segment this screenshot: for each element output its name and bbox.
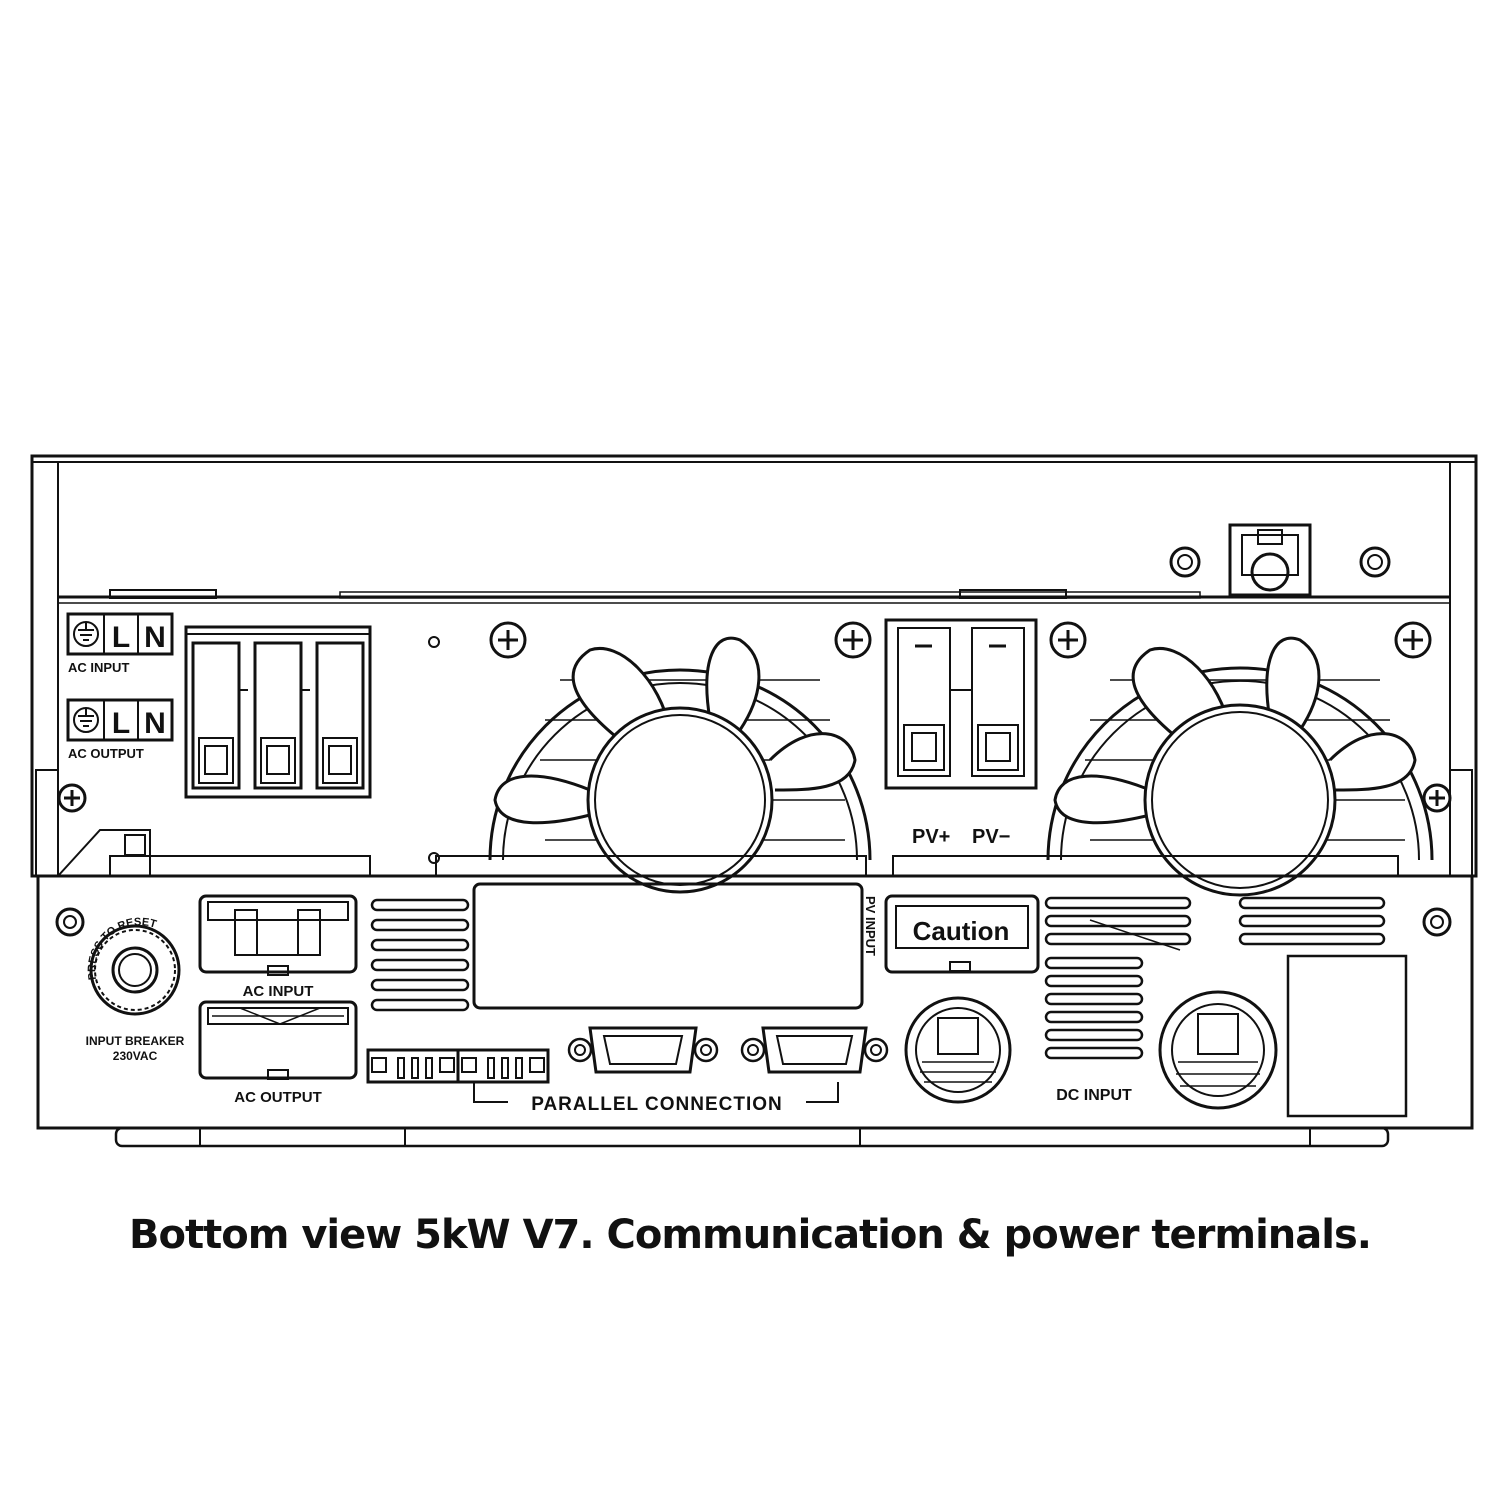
parallel-connection-label: PARALLEL CONNECTION xyxy=(531,1094,783,1115)
pv-minus-label: PV− xyxy=(972,826,1010,848)
right-screw xyxy=(1422,783,1452,813)
power-switch[interactable] xyxy=(1228,523,1312,597)
fan-right xyxy=(1046,636,1434,897)
caution-plate xyxy=(884,894,1040,974)
ac-terminal-block[interactable] xyxy=(184,625,372,799)
top-screw-right xyxy=(1359,546,1391,578)
left-screw xyxy=(57,783,87,813)
terminal-n-label: N xyxy=(144,707,166,740)
parallel-connection-bracket xyxy=(473,1082,839,1103)
terminal-pole xyxy=(253,641,310,790)
ac-input-terminal-strip: L N xyxy=(66,612,174,656)
figure-caption: Bottom view 5kW V7. Communication & powe… xyxy=(129,1212,1372,1258)
ac-input-gland[interactable] xyxy=(198,894,358,976)
vent-slots-center-right xyxy=(1044,896,1192,1060)
parallel-db9-port[interactable] xyxy=(740,1026,889,1074)
dc-input-gland-left[interactable] xyxy=(904,996,1012,1104)
pv-terminal-block[interactable] xyxy=(884,618,1038,790)
fan-screw xyxy=(489,621,527,659)
caution-label: Caution xyxy=(913,916,1010,946)
pv-input-vertical-label: PV INPUT xyxy=(863,896,878,956)
fan-screw xyxy=(1394,621,1432,659)
ground-icon xyxy=(73,707,99,733)
parallel-terminal-connector[interactable] xyxy=(366,1048,460,1084)
ac-output-top-label: AC OUTPUT xyxy=(68,746,144,761)
fan-left xyxy=(488,636,872,894)
parallel-terminal-connector[interactable] xyxy=(456,1048,550,1084)
vent-slots-far-right xyxy=(1238,896,1386,946)
pv-plus-label: PV+ xyxy=(912,826,950,848)
breaker-voltage-label: 230VAC xyxy=(113,1049,158,1063)
cable-clip xyxy=(57,829,151,877)
blank-label-area xyxy=(1286,954,1408,1118)
ac-input-bottom-label: AC INPUT xyxy=(243,983,314,1000)
dc-input-label: DC INPUT xyxy=(1056,1087,1132,1104)
ac-input-top-label: AC INPUT xyxy=(68,660,129,675)
parallel-db9-port[interactable] xyxy=(567,1026,719,1074)
ground-icon xyxy=(73,621,99,647)
terminal-l-label: L xyxy=(112,621,130,654)
panel-screw xyxy=(55,907,85,937)
input-breaker-label: INPUT BREAKER xyxy=(86,1034,185,1048)
ac-output-terminal-strip: L N xyxy=(66,698,174,742)
dc-input-gland-right[interactable] xyxy=(1158,990,1278,1110)
terminal-n-label: N xyxy=(144,621,166,654)
fan-screw xyxy=(834,621,872,659)
fan-screw xyxy=(1049,621,1087,659)
terminal-l-label: L xyxy=(112,707,130,740)
front-panel xyxy=(36,874,1474,1148)
ac-output-gland[interactable] xyxy=(198,1000,358,1080)
terminal-pole xyxy=(315,641,365,790)
input-breaker-reset-button[interactable] xyxy=(89,924,181,1016)
ac-output-bottom-label: AC OUTPUT xyxy=(234,1089,322,1106)
panel-screw xyxy=(1422,907,1452,937)
vent-slots-left xyxy=(370,898,470,1012)
display-window xyxy=(472,882,864,1010)
top-screw-left xyxy=(1169,546,1201,578)
terminal-pole xyxy=(191,641,248,790)
